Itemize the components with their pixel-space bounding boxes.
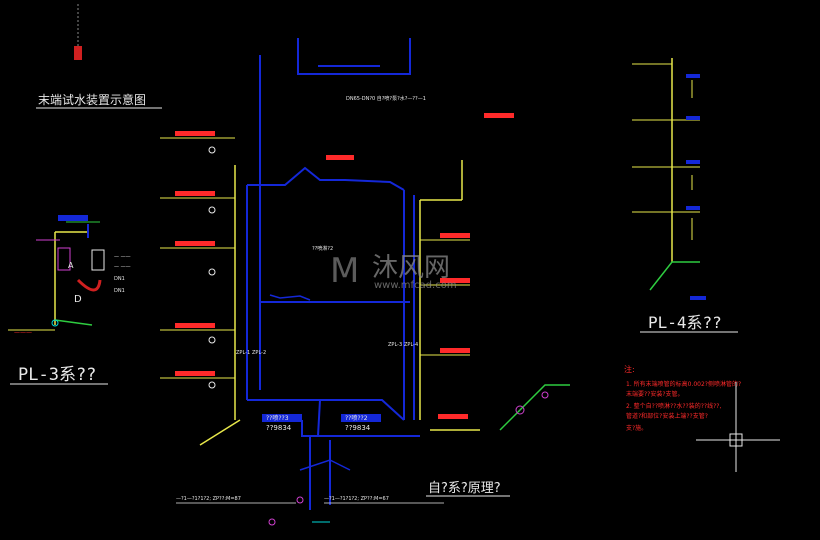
pl3-title: PL-3系?? bbox=[18, 365, 96, 385]
notes-line5: 支?施。 bbox=[626, 424, 647, 432]
svg-text:— ——: — —— bbox=[114, 264, 131, 270]
left-branches bbox=[160, 131, 235, 389]
zpl4-label: ZPL-4 bbox=[404, 342, 418, 348]
zpl2-label: ZPL-2 bbox=[252, 350, 266, 356]
right-box-label: ??喷??2 bbox=[345, 414, 368, 422]
watermark: M 沐风网 www.mfcad.com bbox=[330, 251, 457, 291]
notes-line2: 末端要??安装?支管。 bbox=[626, 390, 684, 398]
notes: 注: 1. 所有末端喷管的标高0.002?侧喷淋管的? 末端要??安装?支管。 … bbox=[624, 364, 741, 432]
zpl3-label: ZPL-3 bbox=[388, 342, 402, 348]
end-test-device: 末端试水装置示意图 A D ——— — —— — —— DN1 DN1 bbox=[8, 4, 162, 336]
notes-line4: 管道?和部位?安装上端??支管? bbox=[626, 412, 708, 420]
top-note: DN65-DN?0 自?喷?泵?水?—??—1 bbox=[346, 95, 426, 102]
end-test-title: 末端试水装置示意图 bbox=[38, 92, 146, 107]
svg-text:DN1: DN1 bbox=[114, 288, 125, 294]
watermark-brand: 沐风网 bbox=[372, 253, 450, 283]
notes-line1: 1. 所有末端喷管的标高0.002?侧喷淋管的? bbox=[626, 380, 741, 388]
zpl1-label: ZPL-1 bbox=[236, 350, 250, 356]
svg-text:D: D bbox=[74, 294, 82, 305]
watermark-logo-icon: M bbox=[330, 251, 359, 291]
bottom-line-2: —?1—?1?1?2; ZP??:M=67 bbox=[324, 496, 389, 502]
crosshair bbox=[696, 382, 780, 472]
pl4-detail bbox=[632, 58, 706, 300]
notes-heading: 注: bbox=[624, 364, 635, 374]
system-title: 自?系?原理? bbox=[428, 481, 501, 496]
right-branches bbox=[326, 113, 514, 419]
svg-text:A: A bbox=[68, 261, 74, 270]
svg-text:— ——: — —— bbox=[114, 254, 131, 260]
pl4-title: PL-4系?? bbox=[648, 313, 722, 332]
system-diagram: DN65-DN?0 自?喷?泵?水?—??—1 bbox=[160, 38, 570, 526]
bottom-line-1: —?1—?1?1?2; ZP??:M=87 bbox=[176, 496, 241, 502]
right-box-code: ??9834 bbox=[345, 424, 371, 432]
left-box-label: ??喷??3 bbox=[266, 414, 289, 422]
svg-text:DN1: DN1 bbox=[114, 276, 125, 282]
svg-text:———: ——— bbox=[14, 329, 32, 336]
left-box-code: ??9834 bbox=[266, 424, 292, 432]
notes-line3: 2. 整个自??喷淋??水??装的??线??, bbox=[626, 402, 721, 410]
center-label: ??喷淋?2 bbox=[312, 245, 333, 252]
watermark-url: www.mfcad.com bbox=[374, 280, 457, 291]
